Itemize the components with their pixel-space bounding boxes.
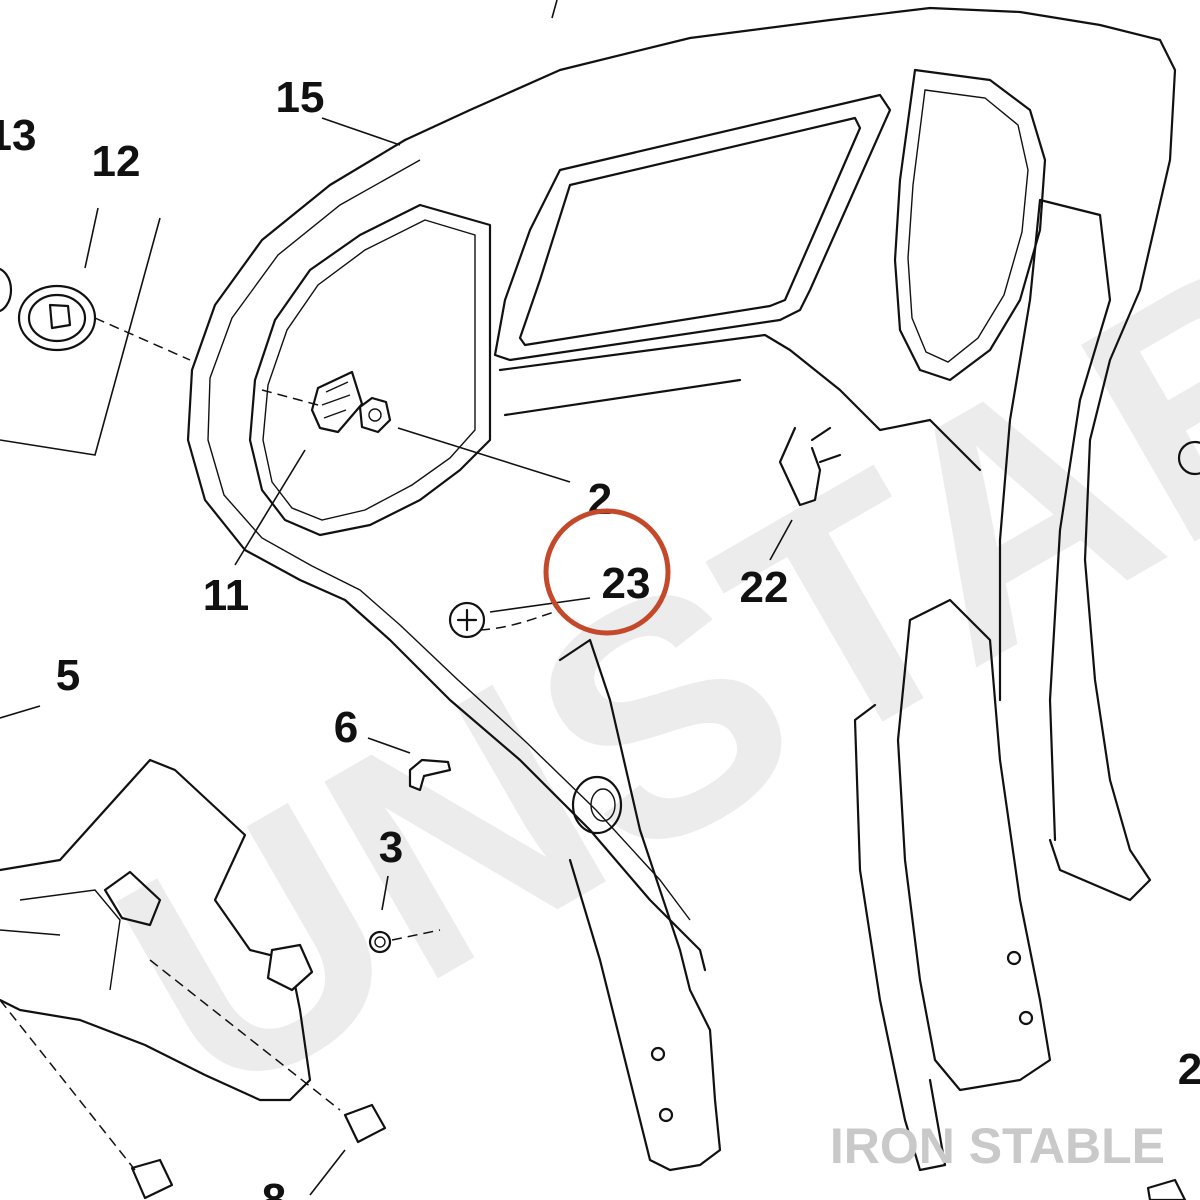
callout-22: 22 <box>740 563 789 612</box>
callout-13: 13 <box>0 111 36 160</box>
right-speaker-opening <box>893 68 1047 382</box>
trim-ring-inner <box>27 293 87 343</box>
bumper-body <box>571 775 623 835</box>
cap-detail <box>0 889 121 991</box>
inner-fairing <box>186 6 1177 1172</box>
display-lower-bar <box>498 333 982 472</box>
right-lower-bracket <box>896 598 1052 1092</box>
part-11-speaker-clip <box>310 370 364 434</box>
fairing-left-inner-contour <box>207 159 691 921</box>
part-2-nut <box>358 396 392 434</box>
part-23-screw <box>448 601 486 639</box>
assembly-lines <box>0 317 561 1171</box>
leader-2 <box>397 427 571 483</box>
callout-2: 2 <box>588 475 612 524</box>
assembly-line-23 <box>479 609 561 631</box>
display-window-outer <box>493 93 892 362</box>
phillips-slot <box>456 608 478 632</box>
cap-boss <box>266 943 314 992</box>
speaker-clip-ribs <box>321 381 351 419</box>
left-speaker-opening-inner <box>262 219 476 521</box>
callout-3: 3 <box>379 823 403 872</box>
assembly-line-12 <box>94 317 191 361</box>
leader-5 <box>0 705 41 719</box>
speaker-clip-body <box>310 370 364 434</box>
callout-11: 11 <box>203 571 250 620</box>
right-fairing-support <box>998 198 1112 842</box>
leader-23 <box>489 597 591 613</box>
leader-13-bracket <box>0 217 161 456</box>
part-13-edge <box>0 267 13 313</box>
rubber-bumper <box>571 775 623 835</box>
leader-8 <box>309 1149 346 1196</box>
callout-8: 8 <box>262 1175 286 1200</box>
push-pin-body <box>408 758 452 792</box>
bumper-inner <box>590 788 616 822</box>
hex-nut-body <box>358 396 392 434</box>
clip-upper <box>343 1103 387 1144</box>
grommet-inner <box>374 936 386 948</box>
callout-6: 6 <box>334 703 358 752</box>
callout-5: 5 <box>56 651 80 700</box>
lower-left-cap <box>0 758 314 1102</box>
highlight-circle <box>543 508 671 636</box>
bracket-hole <box>1018 1010 1034 1026</box>
right-speaker-opening-inner <box>907 89 1029 363</box>
hook-body <box>778 426 842 507</box>
cap-contour <box>0 758 312 1102</box>
leader-11 <box>234 449 306 566</box>
callout-12: 12 <box>92 137 141 186</box>
callouts: 13 12 15 2 23 22 11 5 6 3 8 2 <box>0 73 1200 1200</box>
display-window-inner <box>518 116 862 347</box>
part-12-trim-ring <box>17 284 97 352</box>
callout-15: 15 <box>276 73 325 122</box>
part-8-clips <box>130 1103 387 1200</box>
screw-head <box>448 601 486 639</box>
brand-text: IRON STABLE <box>830 1118 1165 1174</box>
bracket-hole <box>650 1046 666 1062</box>
leader-12 <box>84 207 99 269</box>
assembly-line-11 <box>261 389 319 406</box>
leader-lines <box>0 0 793 1196</box>
hex-nut-bore <box>368 408 382 422</box>
part-6-push-pin <box>408 758 452 792</box>
harness-bracket <box>853 703 947 1172</box>
leader-top <box>551 0 558 19</box>
bracket-hole <box>658 1107 674 1123</box>
callout-23: 23 <box>602 559 651 608</box>
part-3-grommet <box>368 930 392 954</box>
bracket-hole <box>1006 950 1022 966</box>
leader-22 <box>769 519 793 561</box>
clip-lower <box>130 1158 174 1200</box>
cap-clip <box>103 870 162 927</box>
assembly-line-8a <box>149 959 341 1111</box>
left-speaker-opening <box>248 203 492 537</box>
assembly-line-8b <box>0 999 136 1171</box>
leader-15 <box>321 117 401 146</box>
assembly-line-3 <box>391 929 441 941</box>
callout-2-right: 2 <box>1178 1045 1200 1094</box>
right-edge-screw <box>1177 440 1200 476</box>
leader-6 <box>367 737 411 754</box>
trim-ring-clip <box>48 303 72 330</box>
fairing-outer-contour <box>403 6 1177 902</box>
fairing-left-contour <box>186 138 707 972</box>
left-lower-bracket <box>558 638 722 1172</box>
grommet-outer <box>368 930 392 954</box>
part-22-hook <box>778 426 842 507</box>
leader-3 <box>381 875 389 911</box>
edge-part-bottom-right <box>1146 1178 1187 1200</box>
